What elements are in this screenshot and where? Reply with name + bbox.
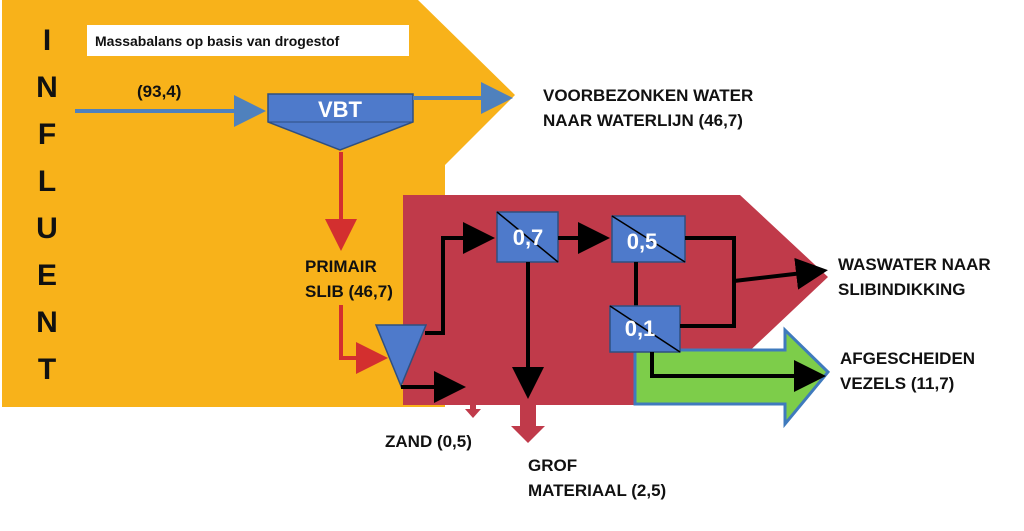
sand-label: ZAND (0,5): [385, 432, 472, 451]
coarse-material-arrow: [511, 400, 545, 443]
box-1-value: 0,7: [513, 225, 544, 250]
settled-water-label-1: VOORBEZONKEN WATER: [543, 86, 753, 105]
sand-down-arrow: [465, 396, 481, 418]
washwater-label-1: WASWATER NAAR: [838, 255, 991, 274]
coarse-label-2: MATERIAAL (2,5): [528, 481, 666, 500]
primary-sludge-label-1: PRIMAIR: [305, 257, 377, 276]
sludge-to-separator-arrow: [339, 305, 388, 374]
influent-letter-8: T: [38, 353, 56, 386]
vbt-label: VBT: [318, 97, 363, 122]
influent-letter-2: N: [36, 71, 58, 104]
washwater-label-2: SLIBINDIKKING: [838, 280, 966, 299]
box-1: 0,7: [496, 211, 559, 263]
primary-sludge-label-2: SLIB (46,7): [305, 282, 393, 301]
influent-value-label: (93,4): [137, 82, 181, 101]
influent-letter-5: U: [36, 212, 58, 245]
coarse-label-1: GROF: [528, 456, 577, 475]
separator-to-box1-arrow: [425, 222, 495, 335]
title-box: [87, 25, 409, 56]
sand-separator: [374, 324, 428, 388]
box2-washwater-line: [680, 236, 736, 328]
influent-letter-1: I: [43, 24, 51, 57]
influent-letters: I N F L U E N T: [36, 24, 58, 386]
settled-water-label-2: NAAR WATERLIJN (46,7): [543, 111, 743, 130]
influent-letter-7: N: [36, 306, 58, 339]
diagram-title: Massabalans op basis van drogestof: [95, 33, 340, 49]
fibre-label-1: AFGESCHEIDEN: [840, 349, 975, 368]
vbt-tank: VBT: [267, 93, 414, 151]
box-3-value: 0,1: [625, 316, 656, 341]
box-3: 0,1: [609, 305, 681, 353]
influent-letter-4: L: [38, 165, 56, 198]
box-2: 0,5: [611, 215, 686, 263]
influent-letter-3: F: [38, 118, 56, 151]
fibre-out-arrow: [650, 352, 826, 392]
box-2-value: 0,5: [627, 229, 658, 254]
influent-letter-6: E: [37, 259, 57, 292]
fibre-label-2: VEZELS (11,7): [840, 374, 954, 393]
washwater-arrow: [733, 257, 828, 290]
